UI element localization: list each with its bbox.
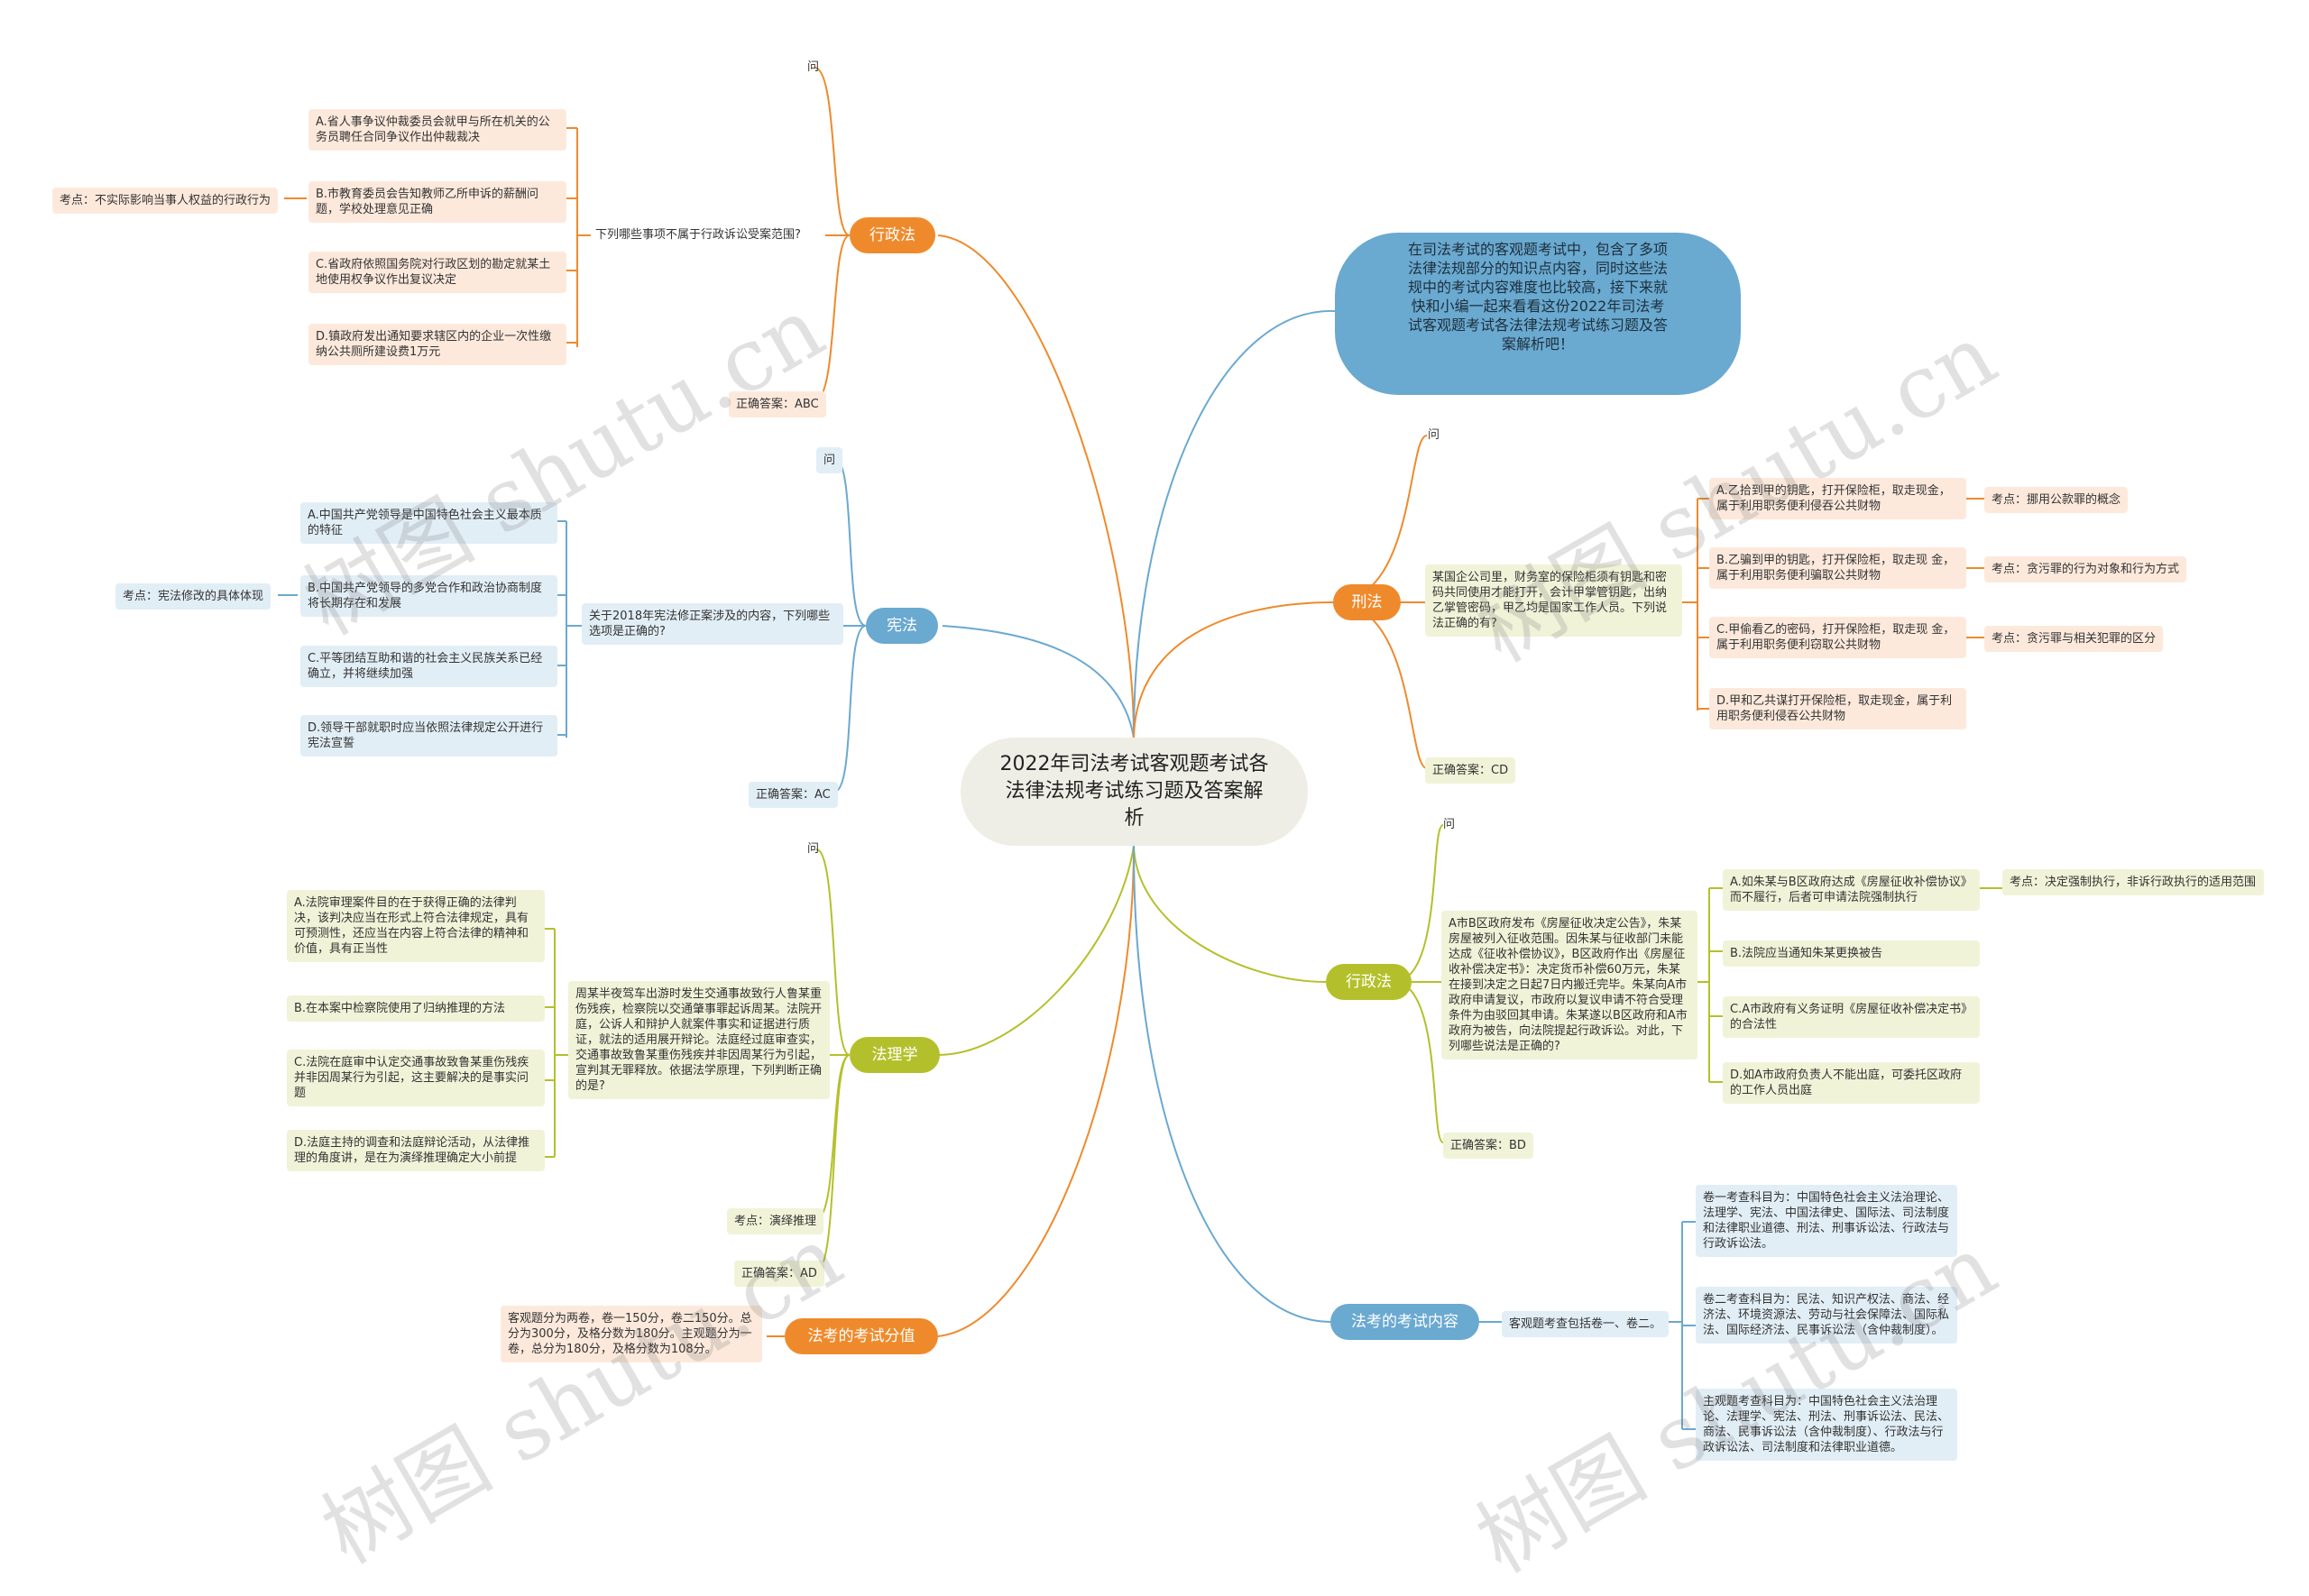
kaodian-node[interactable]: 考点：演绎推理 [727,1208,824,1234]
content-item[interactable]: 卷二考查科目为：民法、知识产权法、商法、经济法、环境资源法、劳动与社会保障法、国… [1696,1287,1957,1344]
option-a[interactable]: A.如朱某与B区政府达成《房屋征收补偿协议》而不履行，后者可申请法院强制执行 [1723,869,1980,911]
option-c[interactable]: C.省政府依照国务院对行政区划的勘定就某土地使用权争议作出复议决定 [308,252,566,293]
central-topic[interactable]: 2022年司法考试客观题考试各法律法规考试练习题及答案解析 [961,738,1308,846]
content-item[interactable]: 主观题考查科目为：中国特色社会主义法治理论、法理学、宪法、刑法、刑事诉讼法、民法… [1696,1389,1957,1461]
option-c[interactable]: C.甲偷看乙的密码，打开保险柜，取走现 金，属于利用职务便利窃取公共财物 [1709,617,1966,658]
option-a[interactable]: A.省人事争议仲裁委员会就甲与所在机关的公务员聘任合同争议作出仲裁裁决 [308,109,566,151]
question-node[interactable]: 某国企公司里，财务室的保险柜须有钥匙和密码共同使用才能打开，会计甲掌管钥匙，出纳… [1425,564,1682,637]
wen-label[interactable]: 问 [816,447,843,473]
option-a[interactable]: A.法院审理案件目的在于获得正确的法律判决，该判决应当在形式上符合法律规定，具有… [287,890,545,962]
kaodian-node[interactable]: 考点：不实际影响当事人权益的行政行为 [52,188,279,214]
option-d[interactable]: D.如A市政府负责人不能出庭，可委托区政府的工作人员出庭 [1723,1062,1980,1104]
answer-node[interactable]: 正确答案：AC [749,782,838,808]
option-b[interactable]: B.乙骗到甲的钥匙，打开保险柜，取走现 金，属于利用职务便利骗取公共财物 [1709,547,1966,589]
option-b[interactable]: B.在本案中检察院使用了归纳推理的方法 [287,995,545,1022]
topic-xingzhengfa-right[interactable]: 行政法 [1326,964,1412,1000]
fenzhi-content[interactable]: 客观题分为两卷，卷一150分，卷二150分。总分为300分，及格分数为180分。… [501,1306,762,1362]
topic-xingzhengfa-left[interactable]: 行政法 [850,217,935,253]
option-a[interactable]: A.乙拾到甲的钥匙，打开保险柜，取走现金，属于利用职务便利侵吞公共财物 [1709,478,1966,519]
topic-xianfa[interactable]: 宪法 [866,608,938,644]
answer-node[interactable]: 正确答案：AD [734,1261,824,1287]
option-d[interactable]: D.甲和乙共谋打开保险柜，取走现金，属于利用职务便利侵吞公共财物 [1709,688,1966,729]
intro-bubble[interactable]: 在司法考试的客观题考试中，包含了多项法律法规部分的知识点内容，同时这些法规中的考… [1335,233,1741,395]
option-a[interactable]: A.中国共产党领导是中国特色社会主义最本质的特征 [300,502,557,544]
option-d[interactable]: D.领导干部就职时应当依照法律规定公开进行宪法宣誓 [300,715,557,757]
kaodian-node[interactable]: 考点：挪用公款罪的概念 [1984,487,2129,513]
wen-label[interactable]: 问 [1443,818,1456,831]
question-node[interactable]: 关于2018年宪法修正案涉及的内容，下列哪些选项是正确的? [582,603,843,645]
answer-node[interactable]: 正确答案：ABC [729,391,826,417]
wen-label[interactable]: 问 [807,60,820,74]
topic-fenzhi[interactable]: 法考的考试分值 [785,1318,938,1354]
kaodian-node[interactable]: 考点：贪污罪的行为对象和行为方式 [1984,556,2187,582]
answer-node[interactable]: 正确答案：BD [1443,1133,1533,1159]
summary-node[interactable]: 客观题考查包括卷一、卷二。 [1502,1311,1670,1337]
option-c[interactable]: C.法院在庭审中认定交通事故致鲁某重伤残疾并非因周某行为引起，这主要解决的是事实… [287,1050,545,1106]
topic-xingfa[interactable]: 刑法 [1333,584,1401,620]
question-node[interactable]: A市B区政府发布《房屋征收决定公告》，朱某房屋被列入征收范围。因朱某与征收部门未… [1441,911,1697,1059]
kaodian-node[interactable]: 考点：宪法修改的具体体现 [115,583,271,610]
option-d[interactable]: D.法庭主持的调查和法庭辩论活动，从法律推理的角度讲，是在为演绎推理确定大小前提 [287,1130,545,1171]
question-node[interactable]: 下列哪些事项不属于行政诉讼受案范围? [595,228,801,242]
topic-neirong[interactable]: 法考的考试内容 [1330,1304,1479,1340]
option-b[interactable]: B.中国共产党领导的多党合作和政治协商制度将长期存在和发展 [300,575,557,617]
option-d[interactable]: D.镇政府发出通知要求辖区内的企业一次性缴纳公共厕所建设费1万元 [308,324,566,365]
question-node[interactable]: 周某半夜驾车出游时发生交通事故致行人鲁某重伤残疾，检察院以交通肇事罪起诉周某。法… [568,981,830,1099]
content-item[interactable]: 卷一考查科目为：中国特色社会主义法治理论、法理学、宪法、中国法律史、国际法、司法… [1696,1185,1957,1257]
topic-falixue[interactable]: 法理学 [850,1037,940,1073]
answer-node[interactable]: 正确答案：CD [1425,757,1516,784]
wen-label[interactable]: 问 [1428,428,1440,442]
mindmap-canvas: 2022年司法考试客观题考试各法律法规考试练习题及答案解析 在司法考试的客观题考… [52,60,2264,1592]
option-c[interactable]: C.A市政府有义务证明《房屋征收补偿决定书》的合法性 [1723,996,1980,1038]
kaodian-node[interactable]: 考点：决定强制执行，非诉行政执行的适用范围 [2002,869,2264,895]
option-c[interactable]: C.平等团结互助和谐的社会主义民族关系已经确立，并将继续加强 [300,646,557,687]
wen-label[interactable]: 问 [807,842,820,856]
option-b[interactable]: B.市教育委员会告知教师乙所申诉的薪酬问题，学校处理意见正确 [308,181,566,223]
option-b[interactable]: B.法院应当通知朱某更换被告 [1723,940,1980,967]
kaodian-node[interactable]: 考点：贪污罪与相关犯罪的区分 [1984,626,2164,652]
